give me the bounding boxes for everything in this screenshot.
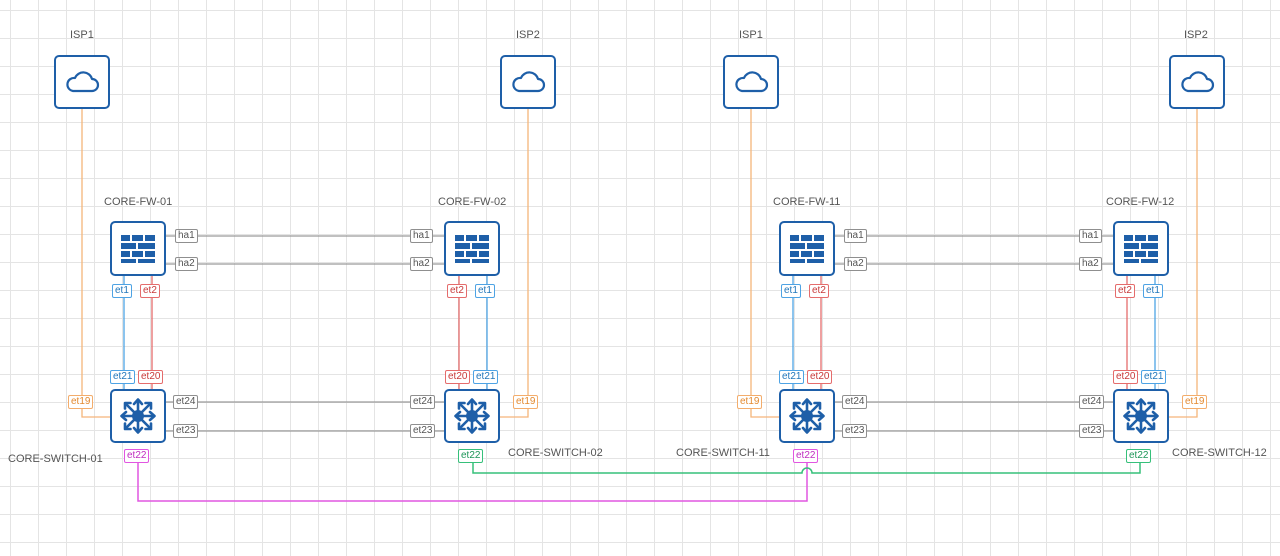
- isp-link-line: [750, 108, 779, 418]
- port-ha1[interactable]: ha1: [1079, 229, 1102, 243]
- port-et2[interactable]: et2: [447, 284, 467, 298]
- port-et1[interactable]: et1: [1143, 284, 1163, 298]
- port-et22[interactable]: et22: [458, 449, 484, 463]
- switch-label: CORE-SWITCH-11: [676, 447, 770, 459]
- port-ha2[interactable]: ha2: [844, 257, 867, 271]
- port-et21[interactable]: et21: [779, 370, 805, 384]
- firewall-node[interactable]: [1113, 221, 1169, 276]
- switch-node[interactable]: [1113, 389, 1169, 443]
- port-et21[interactable]: et21: [1141, 370, 1167, 384]
- port-ha1[interactable]: ha1: [175, 229, 198, 243]
- firewall-label: CORE-FW-12: [1106, 196, 1175, 208]
- switch-label: CORE-SWITCH-02: [508, 447, 603, 459]
- port-et24[interactable]: et24: [842, 395, 868, 409]
- port-et24[interactable]: et24: [410, 395, 436, 409]
- firewall-node[interactable]: [110, 221, 166, 276]
- isp-label: ISP2: [516, 29, 540, 41]
- cross-link-pink-line: [137, 462, 808, 502]
- port-et23[interactable]: et23: [410, 424, 436, 438]
- port-et20[interactable]: et20: [1113, 370, 1139, 384]
- port-et23[interactable]: et23: [842, 424, 868, 438]
- isp-node[interactable]: [723, 55, 779, 109]
- firewall-label: CORE-FW-01: [104, 196, 173, 208]
- port-ha2[interactable]: ha2: [1079, 257, 1102, 271]
- isp-label: ISP1: [739, 29, 763, 41]
- switch-node[interactable]: [779, 389, 835, 443]
- port-et22[interactable]: et22: [793, 449, 819, 463]
- port-et21[interactable]: et21: [473, 370, 499, 384]
- isp-link-line: [81, 108, 110, 418]
- firewall-node[interactable]: [779, 221, 835, 276]
- port-et23[interactable]: et23: [1079, 424, 1105, 438]
- port-ha2[interactable]: ha2: [410, 257, 433, 271]
- port-et20[interactable]: et20: [445, 370, 471, 384]
- switch-icon: [120, 398, 156, 434]
- firewall-icon: [1124, 234, 1158, 263]
- switch-icon: [789, 398, 825, 434]
- port-et2[interactable]: et2: [1115, 284, 1135, 298]
- isp-node[interactable]: [1169, 55, 1225, 109]
- switch-label: CORE-SWITCH-01: [8, 453, 103, 465]
- isp-label: ISP2: [1184, 29, 1208, 41]
- cloud-icon: [512, 71, 546, 93]
- switch-icon: [1123, 398, 1159, 434]
- port-et21[interactable]: et21: [110, 370, 136, 384]
- firewall-icon: [455, 234, 489, 263]
- port-et19[interactable]: et19: [68, 395, 94, 409]
- isp-link-line: [500, 108, 529, 418]
- port-et20[interactable]: et20: [138, 370, 164, 384]
- firewall-node[interactable]: [444, 221, 500, 276]
- port-et2[interactable]: et2: [140, 284, 160, 298]
- port-et20[interactable]: et20: [807, 370, 833, 384]
- port-et19[interactable]: et19: [1182, 395, 1208, 409]
- port-et1[interactable]: et1: [112, 284, 132, 298]
- isp-node[interactable]: [54, 55, 110, 109]
- firewall-label: CORE-FW-11: [773, 196, 841, 208]
- port-et2[interactable]: et2: [809, 284, 829, 298]
- port-et19[interactable]: et19: [513, 395, 539, 409]
- port-et19[interactable]: et19: [737, 395, 763, 409]
- firewall-icon: [121, 234, 155, 263]
- switch-node[interactable]: [444, 389, 500, 443]
- port-et24[interactable]: et24: [173, 395, 199, 409]
- port-et23[interactable]: et23: [173, 424, 199, 438]
- cross-link-green-line: [472, 462, 1141, 474]
- port-ha2[interactable]: ha2: [175, 257, 198, 271]
- cloud-icon: [735, 71, 769, 93]
- isp-label: ISP1: [70, 29, 94, 41]
- port-et1[interactable]: et1: [781, 284, 801, 298]
- cloud-icon: [66, 71, 100, 93]
- firewall-label: CORE-FW-02: [438, 196, 507, 208]
- firewall-icon: [790, 234, 824, 263]
- port-ha1[interactable]: ha1: [844, 229, 867, 243]
- port-ha1[interactable]: ha1: [410, 229, 433, 243]
- port-et22[interactable]: et22: [124, 449, 150, 463]
- switch-node[interactable]: [110, 389, 166, 443]
- isp-link-line: [1169, 108, 1198, 418]
- switch-icon: [454, 398, 490, 434]
- switch-label: CORE-SWITCH-12: [1172, 447, 1267, 459]
- cloud-icon: [1181, 71, 1215, 93]
- port-et1[interactable]: et1: [475, 284, 495, 298]
- port-et24[interactable]: et24: [1079, 395, 1105, 409]
- port-et22[interactable]: et22: [1126, 449, 1152, 463]
- isp-node[interactable]: [500, 55, 556, 109]
